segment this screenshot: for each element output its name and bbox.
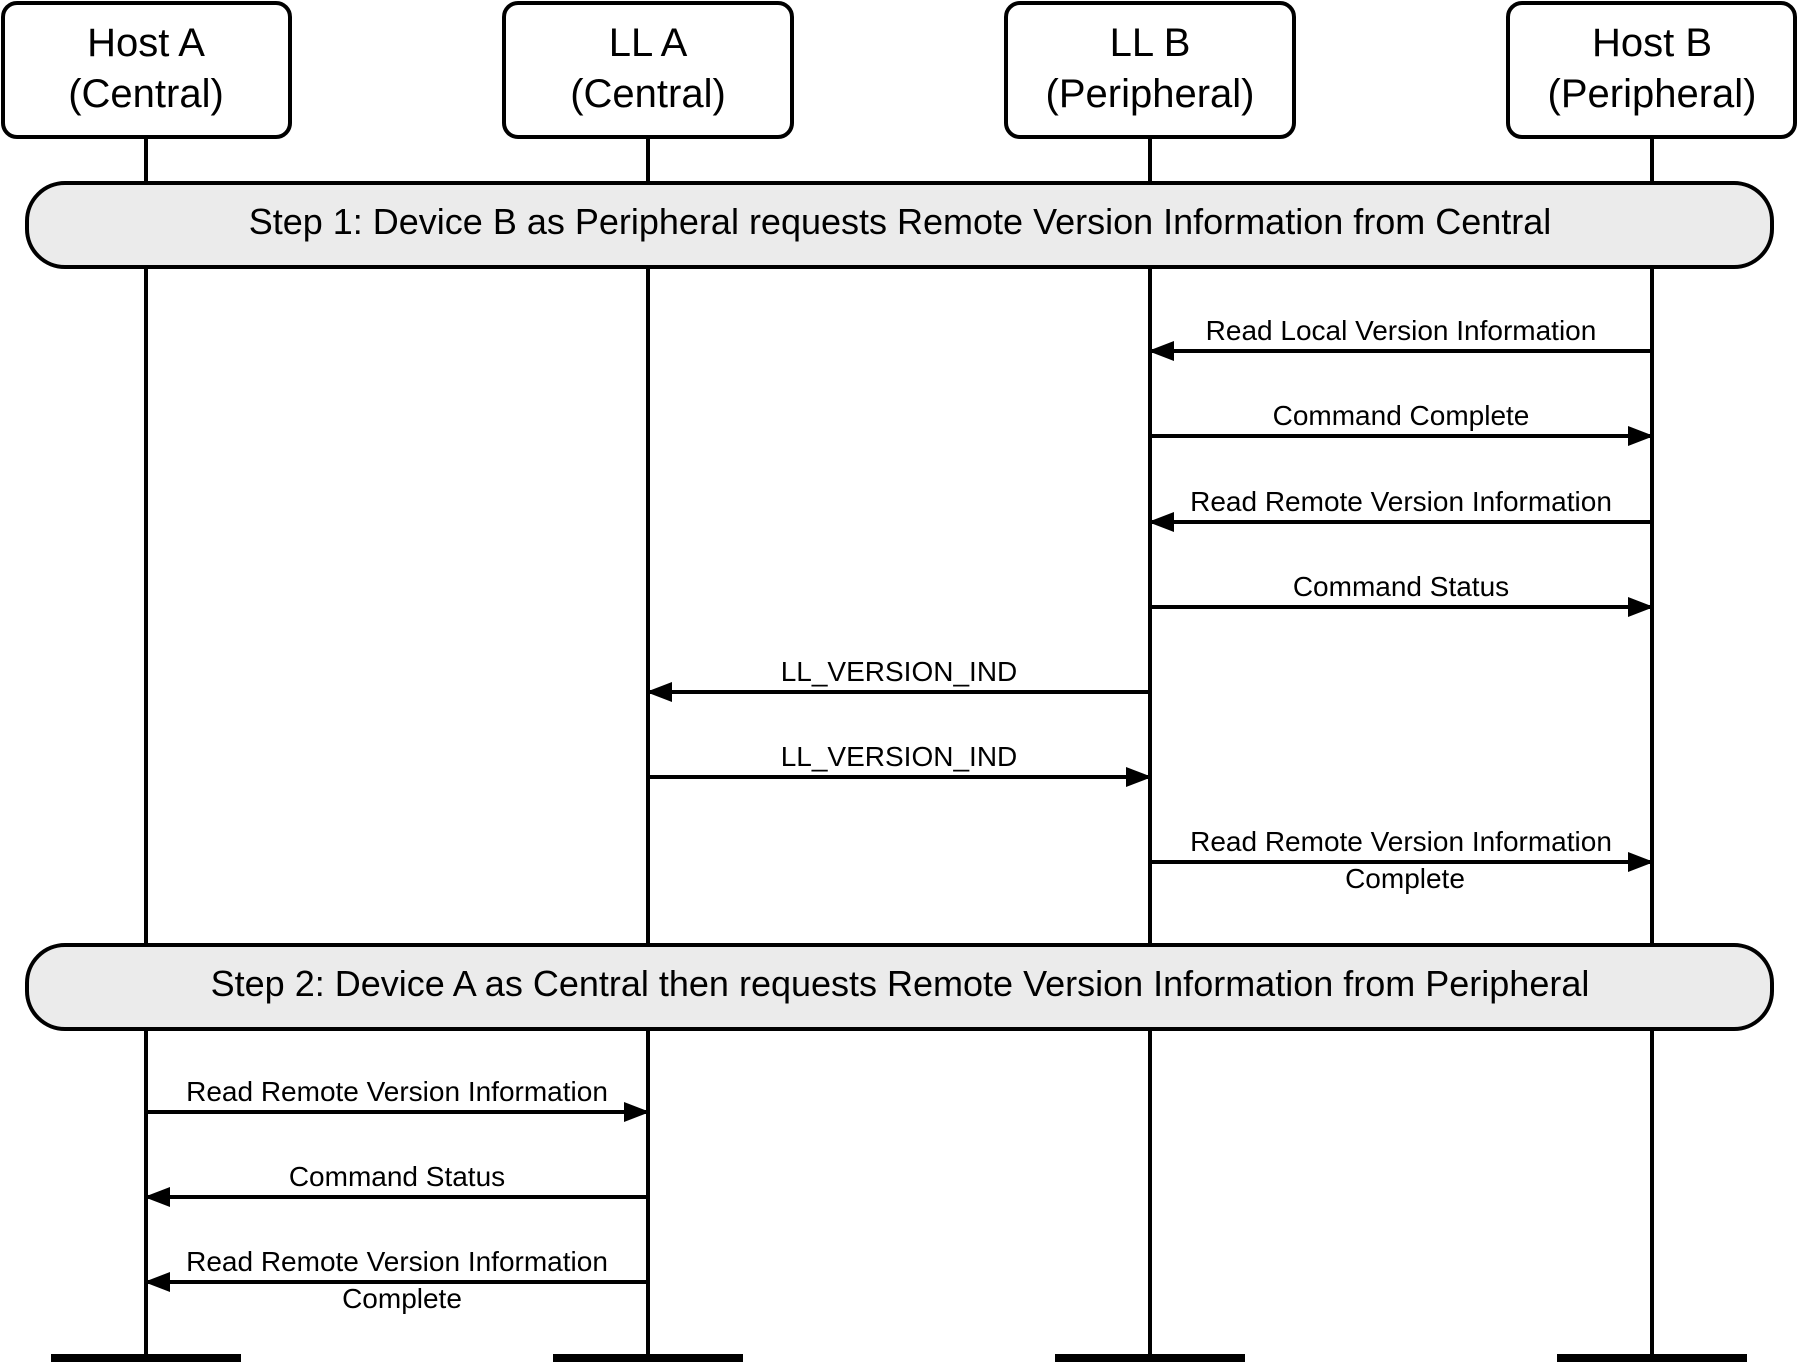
participant-name: LL A (609, 21, 688, 65)
participant-role: (Peripheral) (1046, 72, 1255, 116)
message-label: Read Remote Version Information (1190, 486, 1612, 517)
message-ll-version-ind-to-a: LL_VERSION_IND (646, 656, 1150, 702)
step-banner-label: Step 2: Device A as Central then request… (211, 963, 1590, 1004)
step-banner-box (25, 943, 1774, 1031)
message-read-remote-version-complete-b: Read Remote Version Information Complete (1150, 826, 1654, 894)
participant-host-a: Host A (Central) (1, 1, 292, 139)
participant-name: Host B (1592, 21, 1712, 65)
message-label: Read Remote Version Information (186, 1246, 608, 1277)
participant-box (1004, 1, 1296, 139)
participant-ll-b: LL B (Peripheral) (1004, 1, 1296, 139)
message-read-local-version: Read Local Version Information (1148, 315, 1652, 361)
step-1-banner: Step 1: Device B as Peripheral requests … (25, 181, 1774, 269)
message-label: Command Complete (1273, 400, 1530, 431)
message-label: Read Local Version Information (1206, 315, 1597, 346)
message-command-status-b: Command Status (1150, 571, 1654, 617)
message-command-status-a: Command Status (144, 1161, 648, 1207)
message-label: Read Remote Version Information (1190, 826, 1612, 857)
participant-role: (Central) (68, 72, 224, 116)
message-read-remote-version-a: Read Remote Version Information (146, 1076, 650, 1122)
lifelines (144, 137, 1654, 1358)
participant-name: LL B (1110, 21, 1191, 65)
message-label: Command Status (289, 1161, 505, 1192)
participant-box (1506, 1, 1797, 139)
step-banner-box (25, 181, 1774, 269)
message-label: LL_VERSION_IND (781, 741, 1018, 772)
step-banner-label: Step 1: Device B as Peripheral requests … (249, 201, 1552, 242)
message-label-line2: Complete (342, 1283, 462, 1314)
message-command-complete: Command Complete (1150, 400, 1654, 446)
participant-role: (Peripheral) (1548, 72, 1757, 116)
message-label: Read Remote Version Information (186, 1076, 608, 1107)
message-label-line2: Complete (1345, 863, 1465, 894)
message-ll-version-ind-to-b: LL_VERSION_IND (648, 741, 1152, 787)
participant-box (502, 1, 794, 139)
message-read-remote-version-b: Read Remote Version Information (1148, 486, 1652, 532)
message-read-remote-version-complete-a: Read Remote Version Information Complete (144, 1246, 648, 1314)
participant-ll-a: LL A (Central) (502, 1, 794, 139)
participant-host-b: Host B (Peripheral) (1506, 1, 1797, 139)
step-2-banner: Step 2: Device A as Central then request… (25, 943, 1774, 1031)
participant-name: Host A (87, 21, 205, 65)
participant-box (1, 1, 292, 139)
message-label: Command Status (1293, 571, 1509, 602)
participant-role: (Central) (570, 72, 726, 116)
message-label: LL_VERSION_IND (781, 656, 1018, 687)
